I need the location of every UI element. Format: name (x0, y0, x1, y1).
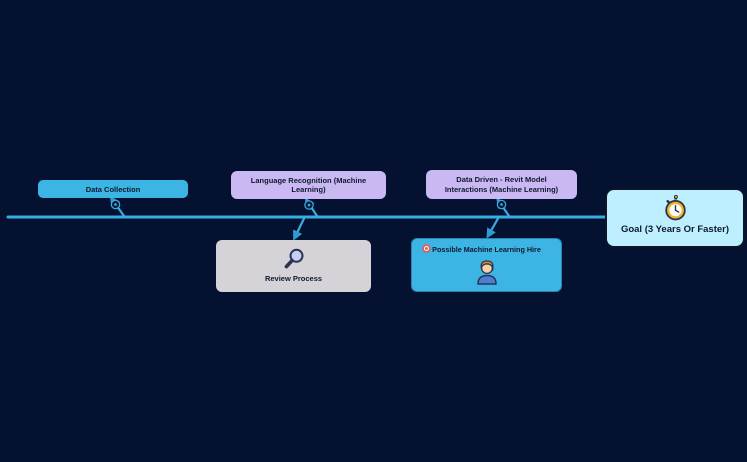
node-goal-label: Goal (3 Years Or Faster) (620, 224, 730, 235)
node-review-process[interactable]: Review Process (216, 240, 371, 292)
node-ml-hire-label: Possible Machine Learning Hire (432, 244, 541, 254)
node-language-recognition[interactable]: Language Recognition (Machine Learning) (231, 171, 386, 199)
connector-ml-hire[interactable] (486, 217, 500, 239)
node-goal[interactable]: Goal (3 Years Or Faster) (605, 188, 745, 248)
connector-handle-icon[interactable] (496, 199, 507, 210)
person-icon (474, 257, 500, 285)
node-data-collection[interactable]: Data Collection (38, 180, 188, 198)
stopwatch-icon (662, 194, 689, 221)
node-data-driven-revit[interactable]: Data Driven - Revit Model Interactions (… (426, 170, 577, 199)
node-review-process-label: Review Process (264, 274, 323, 283)
connector-handle-icon[interactable] (304, 200, 314, 210)
connector-review-process[interactable] (293, 217, 306, 241)
connector-handle-icon[interactable] (110, 199, 121, 210)
node-data-driven-revit-label: Data Driven - Revit Model Interactions (… (444, 175, 559, 194)
node-data-collection-label: Data Collection (85, 184, 141, 194)
node-ml-hire[interactable]: Possible Machine Learning Hire (411, 238, 562, 292)
node-language-recognition-label: Language Recognition (Machine Learning) (250, 175, 367, 195)
magnifier-icon (282, 246, 306, 272)
red-record-badge-icon (422, 244, 431, 253)
node-ml-hire-titlerow: Possible Machine Learning Hire (412, 244, 561, 254)
